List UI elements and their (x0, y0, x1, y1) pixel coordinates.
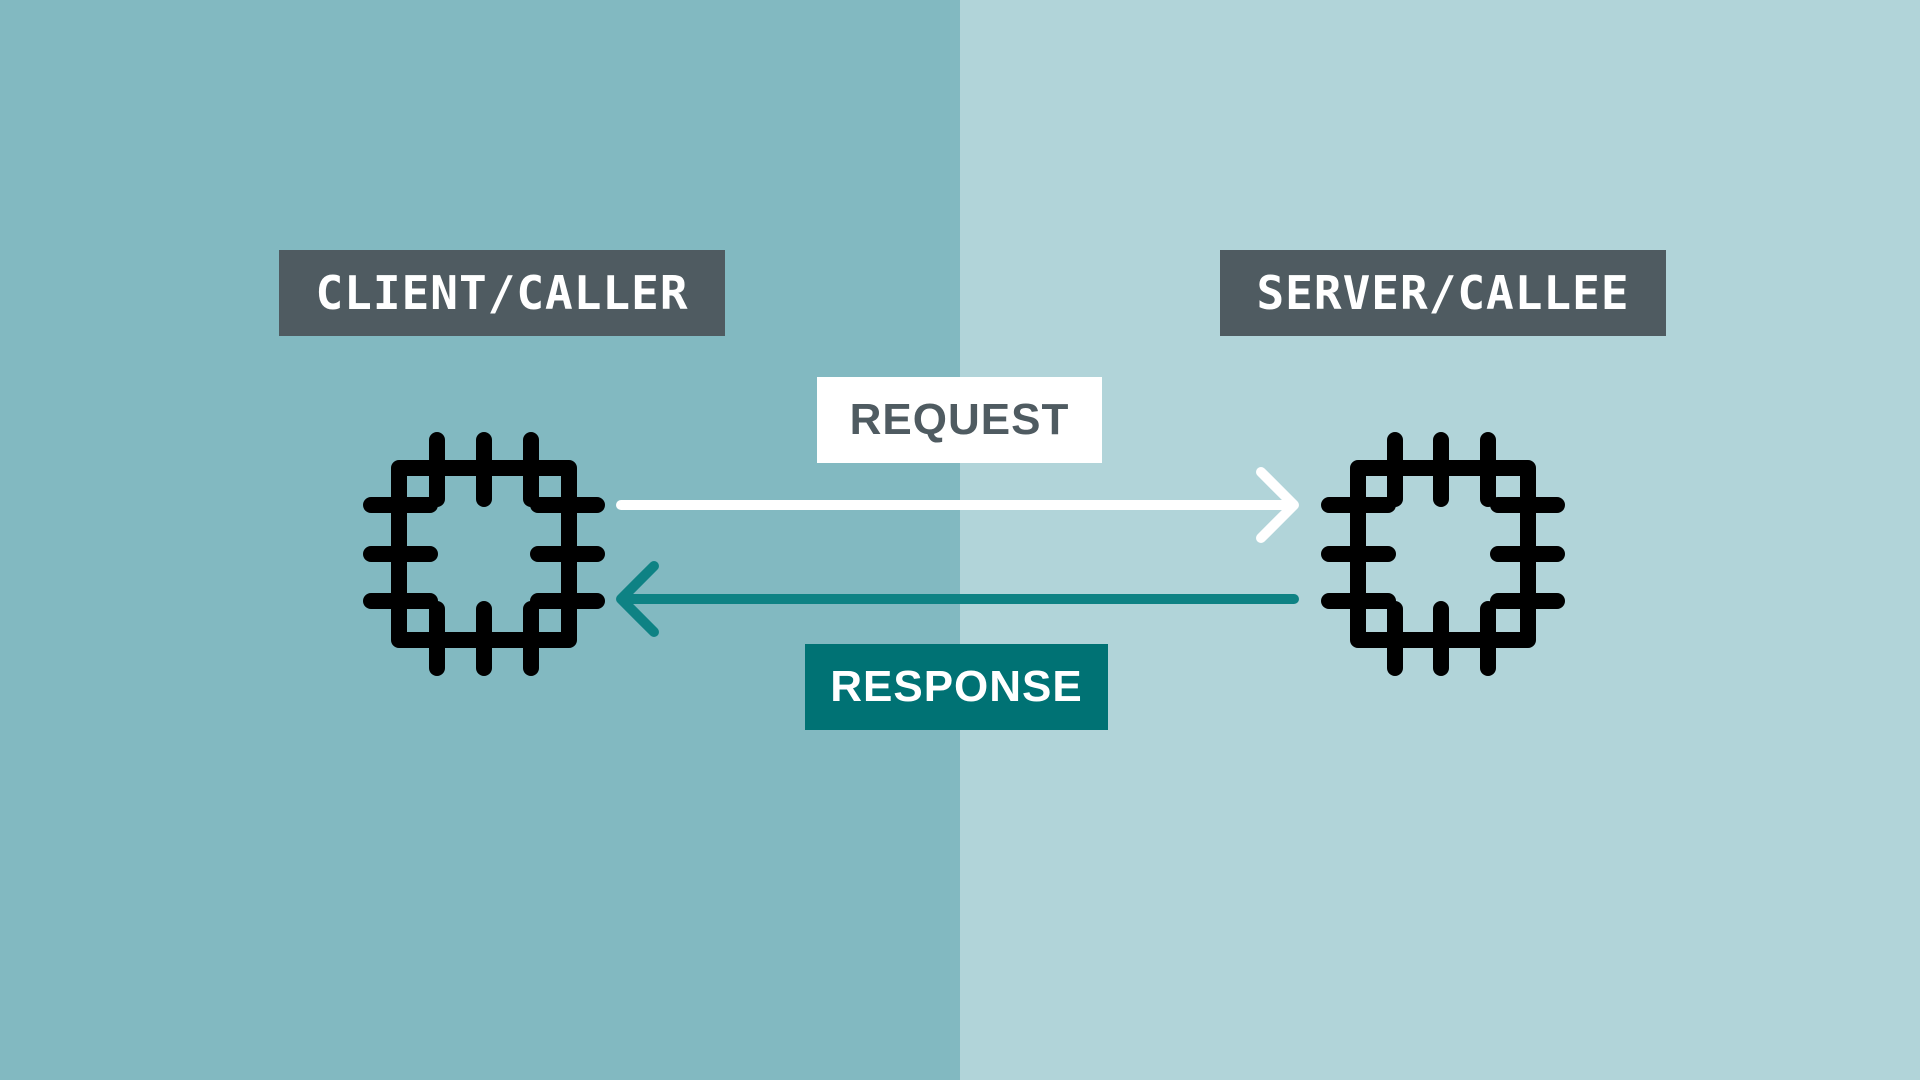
client-panel (0, 0, 960, 1080)
response-label: RESPONSE (805, 644, 1108, 730)
response-arrow (616, 561, 1299, 637)
client-caller-label: CLIENT/CALLER (279, 250, 725, 336)
client-chip-icon (363, 432, 605, 676)
server-chip-icon (1321, 432, 1565, 676)
request-label: REQUEST (817, 377, 1102, 463)
request-arrow (616, 467, 1299, 543)
server-panel (960, 0, 1920, 1080)
server-callee-label: SERVER/CALLEE (1220, 250, 1666, 336)
